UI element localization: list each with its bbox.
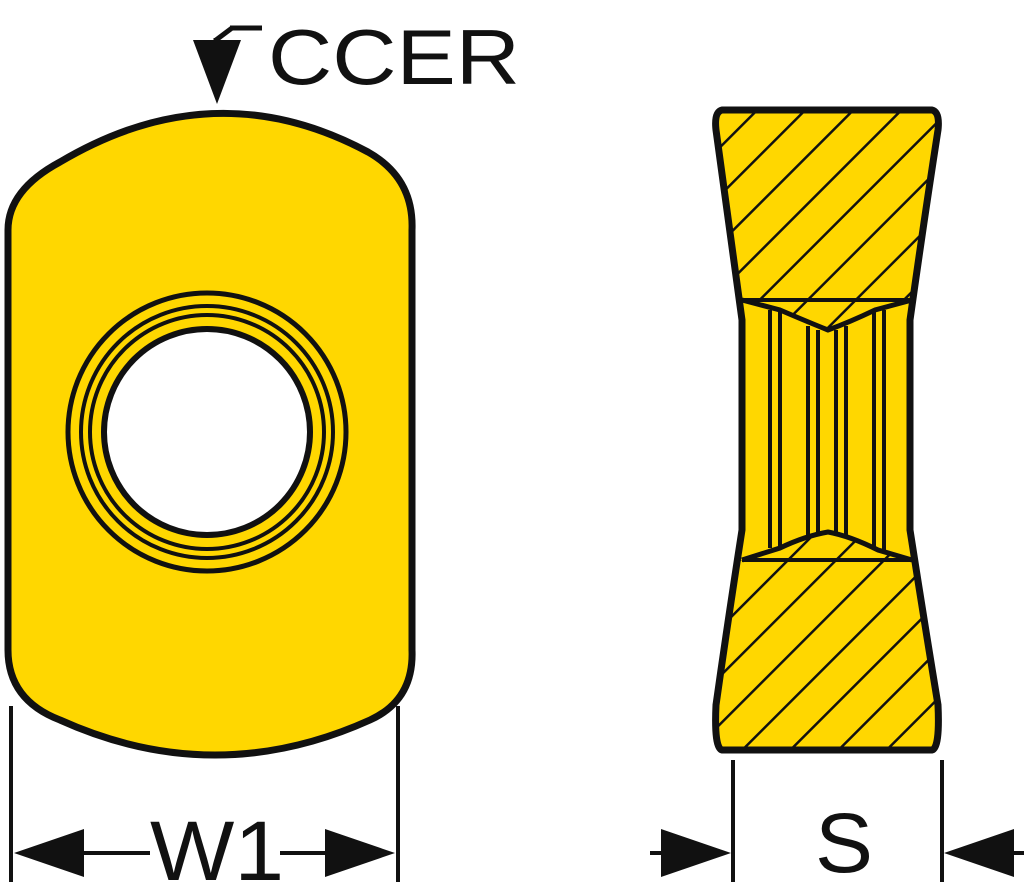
w1-arrow-right-icon [325,829,395,877]
front-view [4,109,416,759]
hatch-top [715,110,939,330]
ccer-callout: CCER [193,13,520,104]
hole-ring-2 [79,304,335,560]
side-view [712,106,942,754]
s-label: S [815,796,873,887]
s-arrow-left-icon [661,829,731,877]
ccer-label: CCER [268,13,520,101]
insert-side-outline [712,106,942,754]
hatch-bottom [715,532,939,750]
hole-outer-ring [65,290,349,574]
w1-label: W1 [150,804,284,887]
groove-lines [741,297,913,563]
ccer-arrow-icon [193,40,241,104]
center-hole [101,326,313,538]
hole-ring-3 [88,313,326,551]
s-dimension: S [650,760,1024,887]
w1-dimension: W1 [9,706,400,887]
s-arrow-right-icon [944,829,1014,877]
w1-arrow-left-icon [14,829,84,877]
